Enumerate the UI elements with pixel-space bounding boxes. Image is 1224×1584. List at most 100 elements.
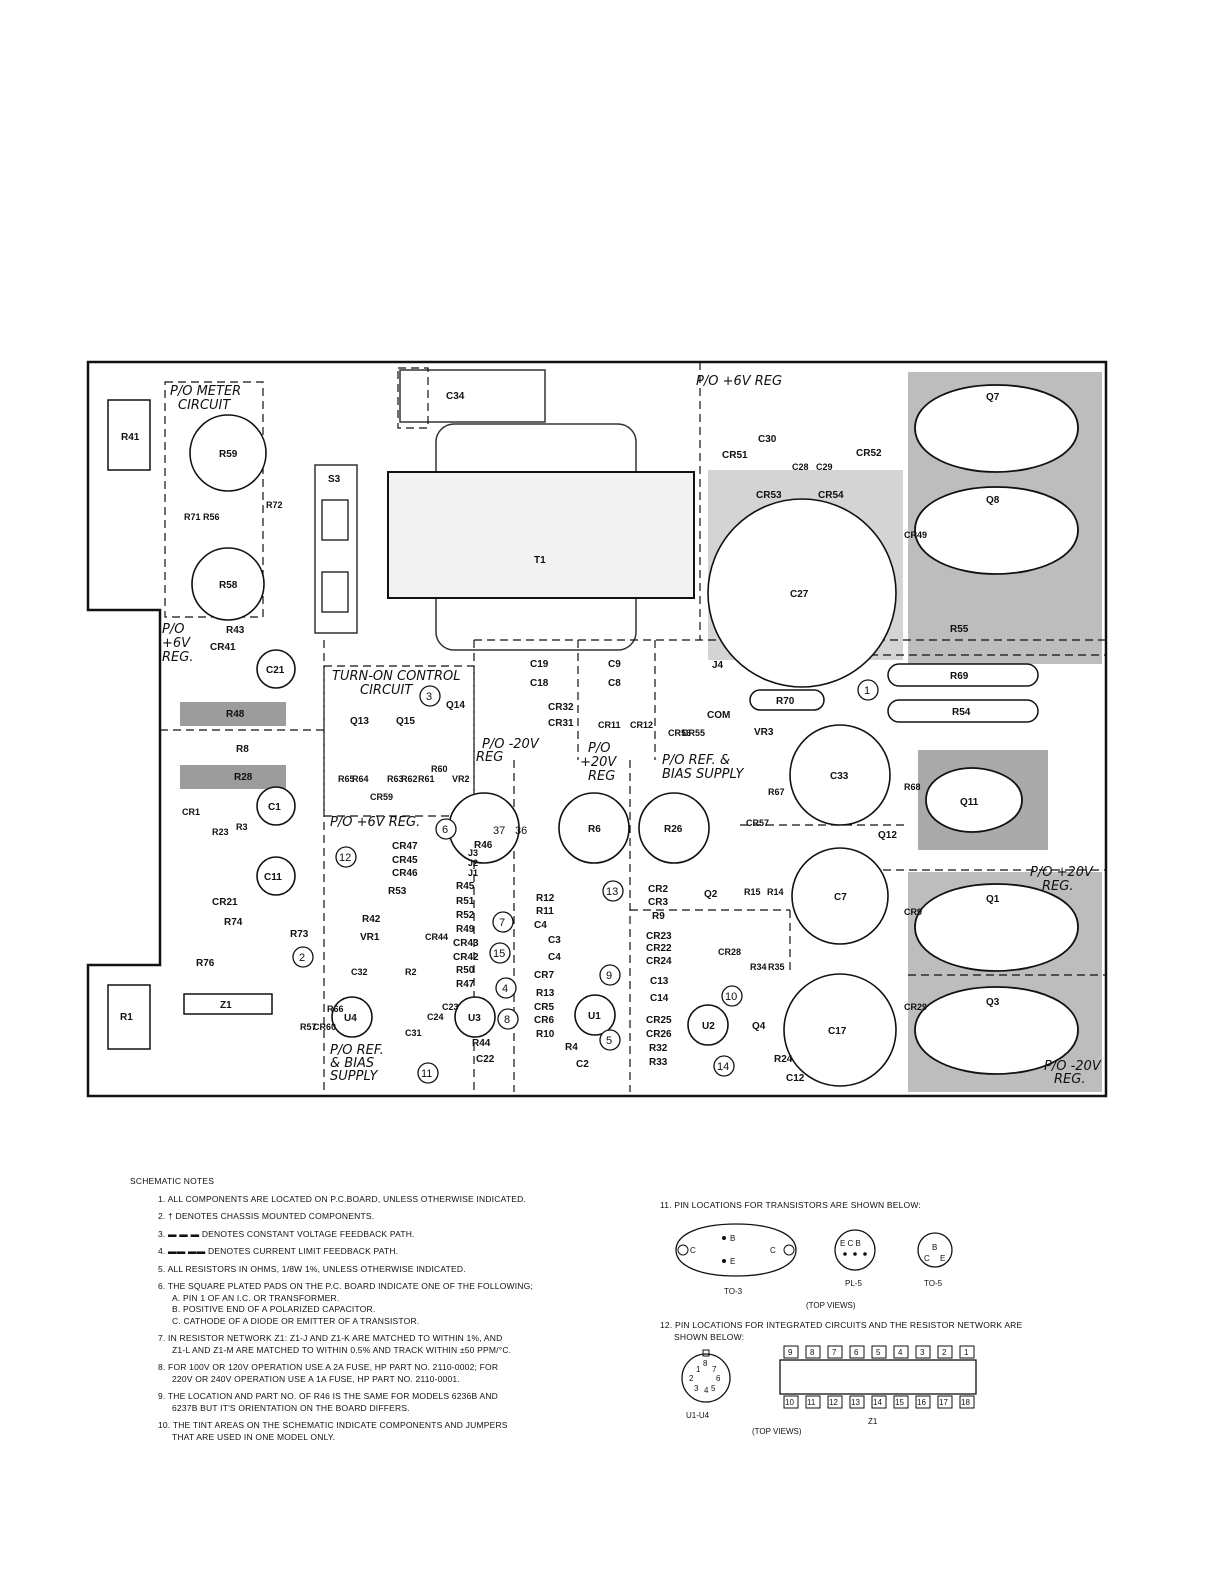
label-vr1: VR1 <box>360 932 380 943</box>
callout-8: 8 <box>504 1014 510 1026</box>
label-c21: C21 <box>266 665 285 676</box>
t1-body <box>387 471 695 599</box>
label-cr41: CR41 <box>210 642 236 653</box>
z1-pin-8: 8 <box>810 1348 815 1357</box>
label-c18: C18 <box>530 678 549 689</box>
label-r3: R3 <box>236 822 248 832</box>
note-8: 8. FOR 100V OR 120V OPERATION USE A 2A F… <box>158 1362 499 1372</box>
label-c12: C12 <box>786 1073 805 1084</box>
note-6a: A. PIN 1 OF AN I.C. OR TRANSFORMER. <box>172 1292 340 1303</box>
z1-pin-16: 16 <box>917 1398 926 1407</box>
label-cr32: CR32 <box>548 702 574 713</box>
section-neg20-right-2: REG. <box>1054 1072 1085 1087</box>
label-r8: R8 <box>236 744 249 755</box>
label-r63: R63 <box>387 774 404 784</box>
label-r54: R54 <box>952 707 971 718</box>
section-ref-bias-1: P/O REF. & <box>662 753 730 768</box>
label-cr2: CR2 <box>648 884 668 895</box>
ic-pin-1: 1 <box>696 1365 701 1374</box>
section-pos20-right-2: REG. <box>1042 879 1073 894</box>
note-7b: Z1-L AND Z1-M ARE MATCHED TO WITHIN 0.5%… <box>172 1344 512 1355</box>
label-r58: R58 <box>219 580 238 591</box>
label-q12: Q12 <box>878 830 897 841</box>
section-6v-reg-left-2: +6V <box>162 636 191 651</box>
section-neg20-reg-2: REG <box>476 750 503 765</box>
label-vr2: VR2 <box>452 774 470 784</box>
s3-slot-2 <box>321 571 349 613</box>
z1-pin-2: 2 <box>942 1348 947 1357</box>
section-pos20-right-1: P/O +20V <box>1030 865 1094 880</box>
label-c31: C31 <box>405 1028 422 1038</box>
label-r43: R43 <box>226 625 245 636</box>
note-9b: 6237B BUT IT'S ORIENTATION ON THE BOARD … <box>172 1402 410 1413</box>
label-q15: Q15 <box>396 716 415 727</box>
label-r12: R12 <box>536 893 555 904</box>
section-meter-circuit-2: CIRCUIT <box>178 398 231 413</box>
label-cr57: CR57 <box>746 818 769 828</box>
z1-label: Z1 <box>868 1417 878 1426</box>
label-r44: R44 <box>472 1038 491 1049</box>
label-cr59: CR59 <box>370 792 393 802</box>
label-c14: C14 <box>650 993 669 1004</box>
label-vr3: VR3 <box>754 727 774 738</box>
label-r55: R55 <box>950 624 969 635</box>
pc-board-diagram: R41 R59 R71 R56 R72 S3 C34 T1 R58 R43 CR… <box>86 360 1108 1098</box>
note-5: 5. ALL RESISTORS IN OHMS, 1/8W 1%, UNLES… <box>158 1263 466 1274</box>
label-cr56: CR56 <box>668 728 691 738</box>
note-3: 3. ▬ ▬ ▬ DENOTES CONSTANT VOLTAGE FEEDBA… <box>158 1228 415 1239</box>
label-cr52: CR52 <box>856 448 882 459</box>
z1-pin-13: 13 <box>851 1398 860 1407</box>
label-c4: C4 <box>548 952 561 963</box>
label-c17: C17 <box>828 1026 847 1037</box>
label-cr21: CR21 <box>212 897 238 908</box>
label-q11: Q11 <box>960 797 979 808</box>
label-c23: C23 <box>442 1002 459 1012</box>
callout-2: 2 <box>299 952 305 964</box>
label-cr54: CR54 <box>818 490 844 501</box>
label-r66: R66 <box>327 1004 344 1014</box>
to3-pin-e: E <box>730 1257 735 1266</box>
label-r23: R23 <box>212 827 229 837</box>
label-r50: R50 <box>456 965 475 976</box>
label-r42: R42 <box>362 914 381 925</box>
z1-pin-14: 14 <box>873 1398 882 1407</box>
label-r45: R45 <box>456 881 475 892</box>
label-r4: R4 <box>565 1042 578 1053</box>
label-pin-37: 37 <box>493 825 505 837</box>
callout-9: 9 <box>606 970 612 982</box>
section-pos20-reg-3: REG <box>588 769 615 784</box>
label-r6: R6 <box>588 824 601 835</box>
label-c22: C22 <box>476 1054 495 1065</box>
label-c1: C1 <box>268 802 281 813</box>
label-r57: R57 <box>300 1022 317 1032</box>
label-c8: C8 <box>608 678 621 689</box>
label-cr7: CR7 <box>534 970 554 981</box>
label-c28: C28 <box>792 462 809 472</box>
z1-pin-11: 11 <box>807 1398 816 1407</box>
label-j1: J1 <box>468 868 478 878</box>
note-11: 11. PIN LOCATIONS FOR TRANSISTORS ARE SH… <box>660 1200 921 1210</box>
callout-5: 5 <box>606 1035 612 1047</box>
ic-pin-7: 7 <box>712 1365 717 1374</box>
z1-pin-10: 10 <box>785 1398 794 1407</box>
label-t1: T1 <box>534 555 546 566</box>
label-q14: Q14 <box>446 700 465 711</box>
z1-pin-12: 12 <box>829 1398 838 1407</box>
label-r48: R48 <box>226 709 245 720</box>
section-6v-reg-left-1: P/O <box>162 622 184 637</box>
section-pos20-reg-2: +20V <box>580 755 617 770</box>
section-6v-reg-mid: P/O +6V REG. <box>330 815 420 830</box>
label-q3: Q3 <box>986 997 1000 1008</box>
label-cr5: CR5 <box>534 1002 554 1013</box>
note-7: 7. IN RESISTOR NETWORK Z1: Z1-J AND Z1-K… <box>158 1333 503 1343</box>
label-cr1: CR1 <box>182 807 200 817</box>
tint-area-r28 <box>180 765 286 789</box>
section-turn-on-2: CIRCUIT <box>360 683 413 698</box>
label-r56: R56 <box>203 512 220 522</box>
label-j4: J4 <box>712 660 724 671</box>
label-r11: R11 <box>536 906 554 917</box>
label-c27: C27 <box>790 589 809 600</box>
callout-11: 11 <box>421 1068 432 1080</box>
section-pos20-reg-1: P/O <box>588 741 610 756</box>
power-transistors <box>914 384 1079 1075</box>
